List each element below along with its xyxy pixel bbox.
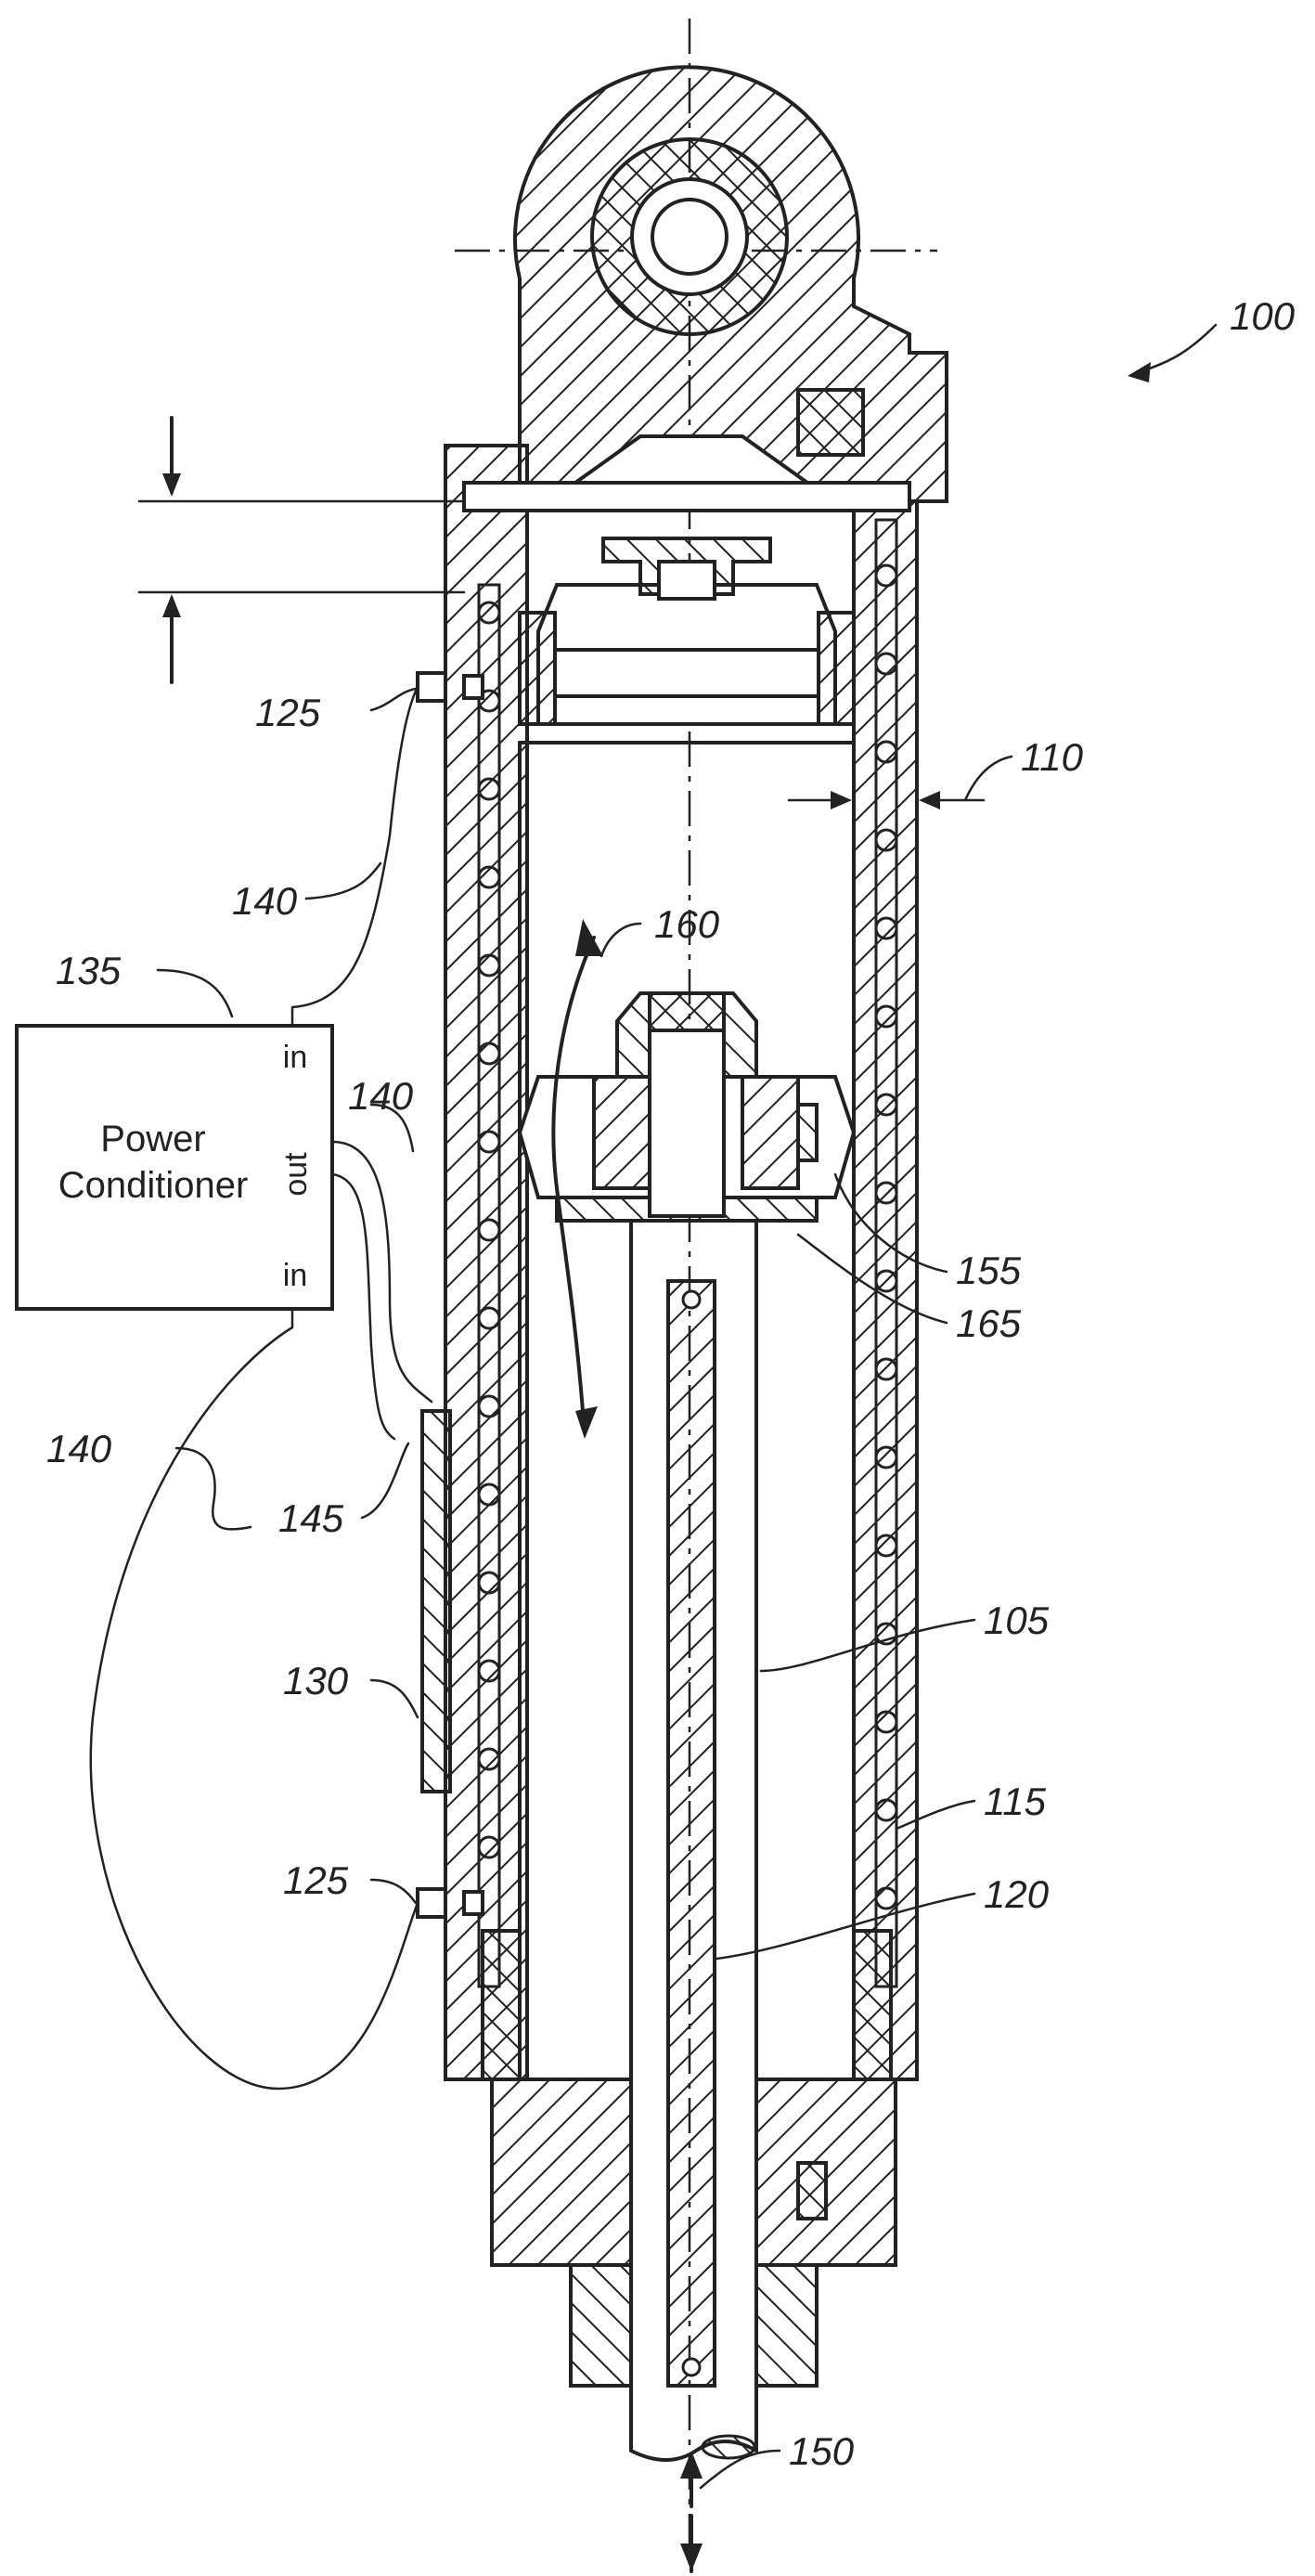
coil-turn: [876, 742, 896, 762]
label-110: 110: [1021, 735, 1084, 779]
coil-turn: [479, 1308, 499, 1328]
coil-turn: [876, 1006, 896, 1027]
power-conditioner: Power Conditioner in out in: [17, 1026, 332, 1309]
coil-turn: [479, 779, 499, 799]
coil-turn: [479, 867, 499, 887]
coil-turn: [479, 1837, 499, 1858]
power-conditioner-title-1: Power: [100, 1119, 205, 1159]
label-105: 105: [984, 1599, 1050, 1642]
coil-turn: [876, 1271, 896, 1291]
main-piston: [520, 993, 854, 1221]
port-in-bottom: in: [283, 1258, 307, 1293]
side-block: [422, 1411, 450, 1792]
coil-turn: [479, 1396, 499, 1417]
port-out: out: [278, 1152, 314, 1197]
coil-turn: [876, 1183, 896, 1203]
coil-turn: [479, 955, 499, 976]
label-120: 120: [984, 1872, 1050, 1916]
figure-ref-arrow: [1128, 325, 1216, 382]
coil-turn: [479, 1661, 499, 1681]
stroke-arrow: [680, 2451, 780, 2571]
top-eyelet-mount: [515, 67, 947, 501]
label-145: 145: [278, 1496, 344, 1540]
label-150: 150: [789, 2429, 855, 2473]
coil-turn: [479, 1573, 499, 1593]
coil-turn: [479, 1749, 499, 1769]
label-130: 130: [283, 1659, 349, 1702]
label-140-c: 140: [46, 1427, 112, 1470]
label-100: 100: [1230, 294, 1296, 338]
coil-turn: [876, 1094, 896, 1115]
coil-turn: [876, 830, 896, 850]
floating-piston: [520, 538, 854, 724]
coil-turn: [876, 1888, 896, 1909]
coil-turn: [479, 1484, 499, 1505]
label-140-b: 140: [348, 1074, 414, 1118]
label-155: 155: [956, 1249, 1022, 1292]
label-115: 115: [984, 1780, 1047, 1823]
label-125-top: 125: [255, 691, 321, 734]
coil-turn: [479, 1043, 499, 1064]
coil-turn: [876, 565, 896, 586]
label-135: 135: [56, 949, 122, 992]
coil-turn: [876, 1800, 896, 1820]
coil-turn: [876, 654, 896, 674]
piston-rod: [631, 1221, 756, 2460]
label-125-bottom: 125: [283, 1858, 349, 1902]
coil-turn: [479, 1132, 499, 1152]
coil-turn: [876, 1447, 896, 1468]
label-165: 165: [956, 1301, 1022, 1345]
power-conditioner-title-2: Conditioner: [58, 1165, 249, 1206]
port-in-top: in: [283, 1040, 307, 1075]
label-160: 160: [654, 902, 720, 946]
coil-turn: [479, 1220, 499, 1240]
label-140-a: 140: [232, 879, 298, 923]
coil-turn: [479, 602, 499, 623]
coil-turn: [876, 1359, 896, 1379]
coil-turn: [876, 918, 896, 938]
coil-turn: [876, 1712, 896, 1732]
dimension-arrows: [139, 418, 464, 682]
coil-turn: [876, 1535, 896, 1556]
